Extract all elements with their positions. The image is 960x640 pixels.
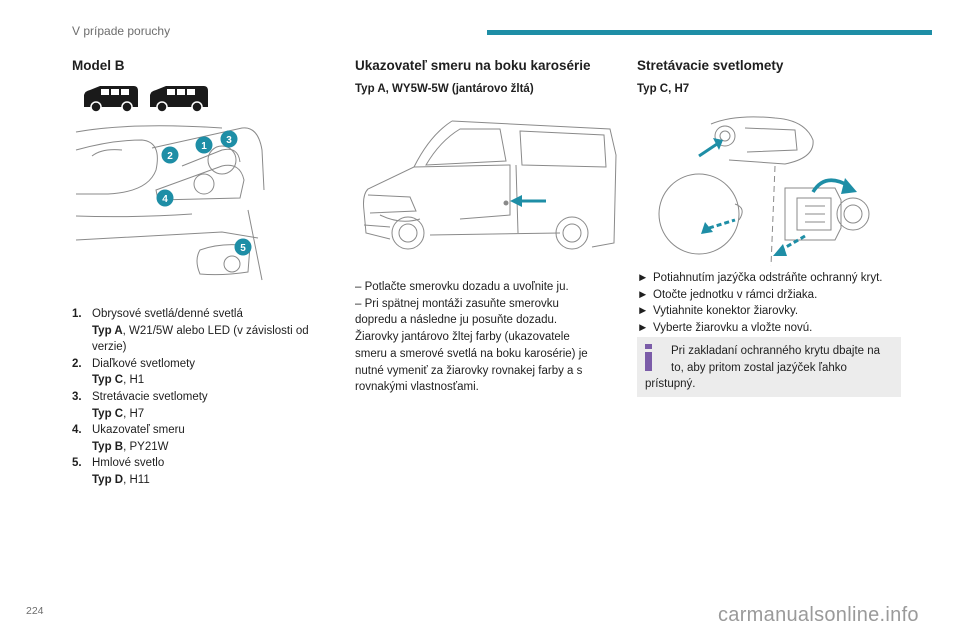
info-note-line: to, aby pritom zostal jazýček ľahko — [671, 361, 847, 374]
model-title: Model B — [72, 58, 125, 73]
legend-number: 5. — [72, 457, 82, 470]
legend-number: 1. — [72, 308, 82, 320]
step-item: ► Otočte jednotku v rámci držiaka. — [637, 287, 922, 304]
legend-number: 4. — [72, 424, 82, 437]
callout-1-marker — [195, 136, 213, 154]
callout-3-marker — [220, 130, 238, 148]
callout-5-label: 5 — [240, 243, 246, 254]
pull-connector-arrow — [780, 234, 806, 252]
info-note-line: Pri zakladaní ochranného krytu dbajte na — [671, 345, 881, 357]
callout-3-label: 3 — [226, 135, 232, 146]
van-long-icon — [150, 86, 208, 113]
legend-item: 3. Stretávacie svetlomety Typ C, H7 — [72, 389, 327, 422]
step-text: Potiahnutím jazýčka odstráňte ochranný k… — [653, 272, 883, 284]
legend-item: 4. Ukazovateľ smeru Typ B, PY21W — [72, 422, 327, 455]
legend-number: 2. — [72, 357, 82, 370]
callout-2-label: 2 — [167, 151, 173, 162]
step-arrow-icon: ► — [637, 288, 649, 301]
van-side-indicator-diagram — [363, 120, 617, 250]
step-text: Vyberte žiarovku a vložte novú. — [653, 322, 813, 335]
legend-type-value: , W21/5W alebo LED (v závislosti od verz… — [92, 324, 309, 354]
instruction-line: rovnakými vlastnosťami. — [355, 381, 479, 394]
low-beam-steps: ► Potiahnutím jazýčka odstráňte ochranný… — [637, 270, 922, 337]
step-arrow-icon: ► — [637, 272, 649, 284]
side-indicator-instructions: – Potlačte smerovku dozadu a uvoľnite ju… — [355, 279, 615, 396]
legend-type-label: Typ C — [92, 407, 124, 420]
step-text: Vytiahnite konektor žiarovky. — [653, 305, 799, 318]
headlight-diagram: 1 2 3 4 5 — [75, 125, 265, 281]
instruction-line: Žiarovky jantárovo žltej farby (ukazovat… — [355, 331, 570, 344]
callout-4-marker — [156, 189, 174, 207]
callout-5-marker — [234, 238, 252, 256]
legend-text: Stretávacie svetlomety — [92, 390, 208, 403]
instruction-line: – Potlačte smerovku dozadu a uvoľnite ju… — [355, 281, 569, 293]
callout-2-marker — [161, 146, 179, 164]
legend-type-label: Typ B — [92, 440, 124, 453]
legend-text: Ukazovateľ smeru — [92, 424, 185, 437]
section-title: V prípade poruchy — [72, 24, 171, 38]
info-note-line: prístupný. — [645, 378, 696, 391]
legend-item: 2. Diaľkové svetlomety Typ C, H1 — [72, 356, 327, 389]
legend-type-label: Typ A — [92, 324, 123, 337]
step-item: ► Potiahnutím jazýčka odstráňte ochranný… — [637, 270, 922, 287]
info-icon — [645, 344, 652, 371]
legend-text: Hmlové svetlo — [92, 457, 165, 470]
legend-type-label: Typ C — [92, 374, 124, 387]
instruction-line: dopredu a následne ju posuňte dozadu. — [355, 314, 558, 327]
step-text: Otočte jednotku v rámci držiaka. — [653, 288, 818, 301]
side-indicator-title: Ukazovateľ smeru na boku karosérie — [355, 58, 591, 73]
legend-number: 3. — [72, 390, 82, 403]
van-short-icon — [84, 86, 138, 113]
step-item: ► Vytiahnite konektor žiarovky. — [637, 303, 922, 320]
legend-item: 5. Hmlové svetlo Typ D, H11 — [72, 455, 327, 488]
callout-1-label: 1 — [201, 141, 207, 152]
legend-type-value: , H11 — [123, 473, 150, 486]
remove-cover-arrow — [698, 142, 718, 158]
pull-tab-arrow — [708, 218, 736, 230]
van-silhouette-icons — [84, 86, 208, 113]
legend-type-label: Typ D — [92, 473, 124, 486]
instruction-line: – Pri spätnej montáži zasuňte smerovku — [355, 297, 559, 310]
low-beam-bulb-diagram — [658, 116, 870, 267]
page-number: 224 — [26, 605, 44, 617]
side-indicator-subtitle: Typ A, WY5W-5W (jantárovo žltá) — [355, 83, 534, 95]
instruction-line: smeru a smerové svetlá na boku karosérie… — [355, 347, 588, 360]
step-arrow-icon: ► — [637, 305, 649, 318]
step-item: ► Vyberte žiarovku a vložte novú. — [637, 320, 922, 337]
legend-type-value: , H1 — [123, 374, 145, 387]
legend-text: Diaľkové svetlomety — [92, 357, 196, 370]
legend-item: 1. Obrysové svetlá/denné svetlá Typ A, W… — [72, 306, 327, 356]
bulb-legend-list: 1. Obrysové svetlá/denné svetlá Typ A, W… — [72, 306, 327, 489]
legend-type-value: , PY21W — [123, 440, 169, 453]
instruction-line: nutné vymeniť za žiarovky rovnakej farby… — [355, 364, 583, 377]
watermark: carmanualsonline.info — [718, 604, 919, 626]
low-beam-title: Stretávacie svetlomety — [637, 58, 784, 73]
callout-4-label: 4 — [162, 194, 168, 205]
low-beam-subtitle: Typ C, H7 — [637, 83, 690, 95]
legend-type-value: , H7 — [123, 407, 145, 420]
info-note-box: Pri zakladaní ochranného krytu dbajte na… — [637, 337, 901, 397]
step-arrow-icon: ► — [637, 322, 649, 335]
legend-text: Obrysové svetlá/denné svetlá — [92, 308, 243, 320]
header-accent-bar — [487, 30, 932, 35]
